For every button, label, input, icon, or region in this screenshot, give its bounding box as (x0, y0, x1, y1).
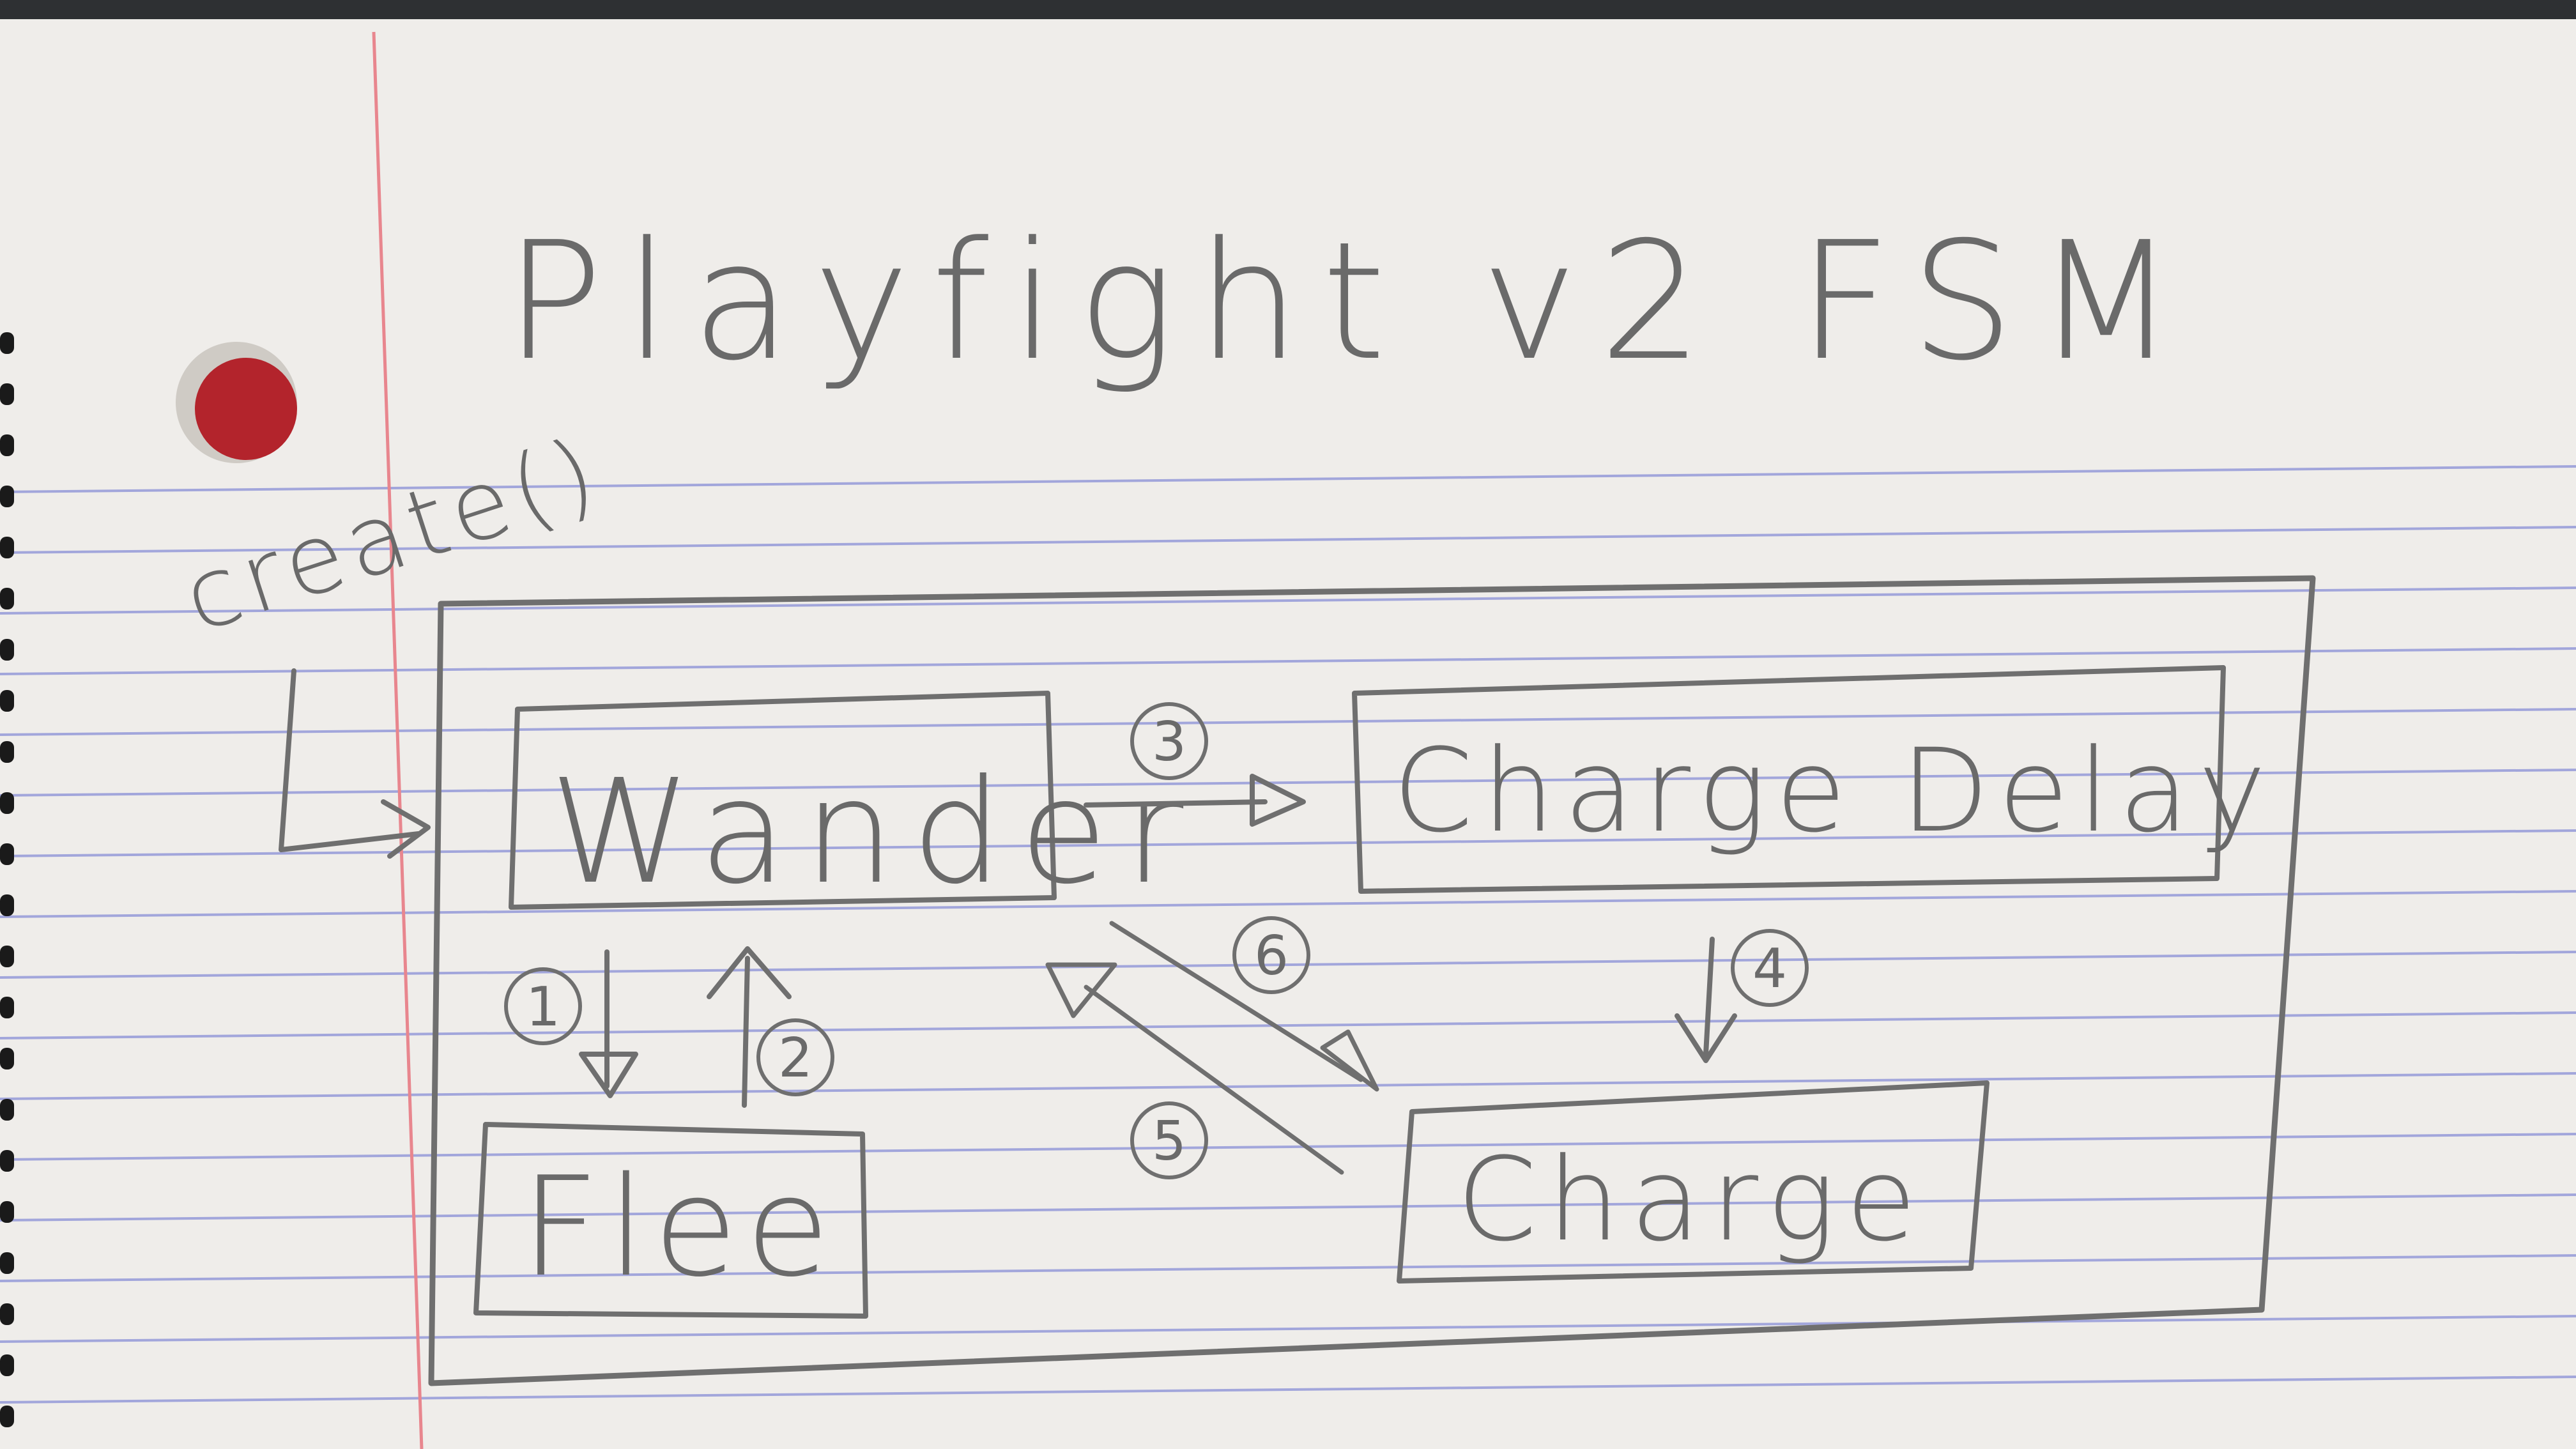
transition-3-arrow (1084, 774, 1306, 827)
ruled-line (0, 1072, 2576, 1100)
ruled-line (0, 951, 2576, 979)
transition-1-label: 1 (526, 976, 560, 1039)
ruled-line (0, 1376, 2576, 1404)
ruled-lines (0, 465, 2576, 1404)
ruled-line (0, 708, 2576, 736)
transition-1-circle (504, 967, 582, 1045)
ruled-line (0, 647, 2576, 675)
ruled-line (0, 1254, 2576, 1282)
spiral-ring (0, 946, 14, 967)
spiral-ring (0, 894, 14, 916)
transition-labels: 1 2 3 4 5 6 (504, 702, 1809, 1179)
spiral-ring (0, 537, 14, 558)
spiral-ring (0, 1201, 14, 1223)
spiral-ring (0, 588, 14, 610)
transition-2-circle (756, 1018, 834, 1096)
ruled-line (0, 1133, 2576, 1161)
spiral-ring (0, 639, 14, 661)
transition-2-label: 2 (778, 1027, 813, 1090)
transition-6-label: 6 (1254, 924, 1289, 988)
ruled-line (0, 890, 2576, 918)
transition-1-arrow (579, 949, 638, 1098)
transition-4-arrow (1675, 937, 1737, 1063)
transition-6-circle (1232, 916, 1310, 994)
ruled-line (0, 586, 2576, 615)
state-charge-label: Charge (1457, 1133, 1927, 1267)
container-box (428, 575, 2316, 1386)
state-wander-label: Wander (549, 749, 1200, 916)
transition-3-label: 3 (1152, 710, 1186, 774)
transition-3-circle (1130, 702, 1208, 780)
spiral-binding (0, 332, 14, 1427)
ruled-line (0, 1011, 2576, 1039)
state-flee-label: Flee (521, 1147, 838, 1307)
spiral-ring (0, 1099, 14, 1121)
ruled-line (0, 829, 2576, 857)
spiral-ring (0, 1048, 14, 1070)
spiral-ring (0, 997, 14, 1018)
diagram-title: Playfight v2 FSM (505, 207, 2198, 397)
spiral-ring (0, 792, 14, 814)
state-charge: Charge (1397, 1080, 1989, 1284)
punch-hole-inner (195, 358, 297, 460)
spiral-ring (0, 741, 14, 763)
state-wander: Wander (509, 691, 1200, 916)
transition-5-circle (1130, 1101, 1208, 1179)
spiral-ring (0, 434, 14, 456)
transition-6-arrow (1109, 921, 1379, 1092)
desk-edge (0, 0, 2576, 19)
transition-5-arrow (1045, 962, 1344, 1175)
spiral-ring (0, 690, 14, 712)
spiral-ring (0, 332, 14, 354)
spiral-ring (0, 1150, 14, 1172)
transition-5-label: 5 (1152, 1110, 1186, 1173)
ruled-line (0, 465, 2576, 493)
ruled-line (0, 1315, 2576, 1343)
spiral-ring (0, 1303, 14, 1325)
ruled-line (0, 769, 2576, 797)
state-charge-delay-label: Charge Delay (1393, 724, 2275, 858)
ruled-line (0, 526, 2576, 554)
spiral-ring (0, 843, 14, 865)
transition-2-arrow (707, 946, 792, 1108)
spiral-ring (0, 1354, 14, 1376)
state-charge-delay: Charge Delay (1352, 665, 2275, 894)
transition-4-circle (1731, 929, 1809, 1007)
spiral-ring (0, 1252, 14, 1274)
ruled-line (0, 1193, 2576, 1222)
transition-4-label: 4 (1752, 937, 1787, 1000)
margin-line (372, 31, 424, 1449)
state-flee: Flee (473, 1122, 868, 1319)
entry-arrow (279, 668, 431, 859)
spiral-ring (0, 1406, 14, 1427)
spiral-ring (0, 383, 14, 405)
spiral-ring (0, 486, 14, 507)
